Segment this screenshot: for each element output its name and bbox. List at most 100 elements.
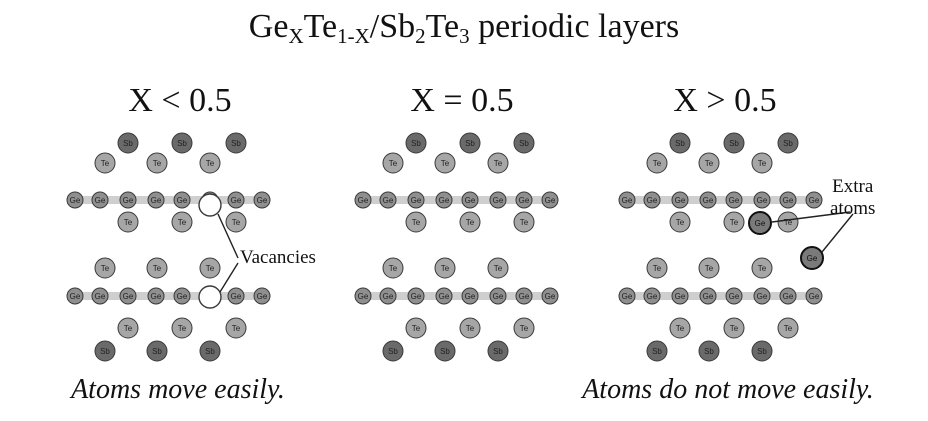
sb-atom-x-less-7-0: Sb (94, 340, 116, 362)
ge-atom-x-equal-5-6: Ge (515, 287, 533, 305)
panel-label-x-greater: X > 0.5 (673, 82, 777, 119)
ge-atom-x-greater-2-1: Ge (643, 191, 661, 209)
svg-text:Te: Te (124, 324, 133, 333)
svg-text:Ge: Ge (809, 292, 820, 301)
ge-plane-lower-x-equal (356, 292, 558, 300)
ge-atom-x-equal-5-4: Ge (461, 287, 479, 305)
te-atom-x-equal-1-1: Te (434, 152, 456, 174)
ge-atom-x-greater-5-2: Ge (671, 287, 689, 305)
svg-text:Te: Te (676, 218, 685, 227)
svg-text:Te: Te (730, 324, 739, 333)
te-atom-x-greater-4-0: Te (646, 257, 668, 279)
svg-text:Sb: Sb (729, 139, 739, 148)
ge-plane-upper-x-greater (620, 196, 822, 204)
sb-atom-x-less-0-2: Sb (225, 132, 247, 154)
sb-atom-x-equal-7-1: Sb (434, 340, 456, 362)
te-atom-x-greater-1-2: Te (751, 152, 773, 174)
svg-text:Ge: Ge (383, 196, 394, 205)
te-atom-x-less-4-1: Te (146, 257, 168, 279)
te-atom-x-less-6-0: Te (117, 317, 139, 339)
sb-atom-x-equal-0-1: Sb (459, 132, 481, 154)
te-atom-x-equal-3-0: Te (405, 211, 427, 233)
svg-text:Ge: Ge (411, 292, 422, 301)
svg-text:Ge: Ge (622, 292, 633, 301)
ge-atom-x-less-2-3: Ge (147, 191, 165, 209)
ge-atom-x-less-5-7: Ge (253, 287, 271, 305)
svg-text:Ge: Ge (729, 196, 740, 205)
ge-atom-x-less-5-1: Ge (91, 287, 109, 305)
ge-atom-x-equal-5-0: Ge (354, 287, 372, 305)
ge-atom-x-greater-2-0: Ge (618, 191, 636, 209)
svg-text:Sb: Sb (757, 347, 767, 356)
ge-atom-x-equal-2-7: Ge (541, 191, 559, 209)
svg-text:Ge: Ge (675, 196, 686, 205)
svg-text:Ge: Ge (622, 196, 633, 205)
ge-atom-x-less-2-6: Ge (227, 191, 245, 209)
svg-text:Ge: Ge (177, 292, 188, 301)
svg-text:Sb: Sb (704, 347, 714, 356)
ge-atom-x-equal-5-7: Ge (541, 287, 559, 305)
vacancies-label: Vacancies (240, 247, 316, 268)
svg-text:Ge: Ge (231, 292, 242, 301)
ge-atom-x-equal-2-0: Ge (354, 191, 372, 209)
te-atom-x-less-1-2: Te (199, 152, 221, 174)
svg-text:Te: Te (206, 264, 215, 273)
svg-text:Te: Te (520, 324, 529, 333)
te-atom-x-less-4-2: Te (199, 257, 221, 279)
svg-text:Te: Te (412, 324, 421, 333)
svg-text:Ge: Ge (177, 196, 188, 205)
ge-atom-x-equal-2-3: Ge (435, 191, 453, 209)
te-atom-x-greater-6-0: Te (669, 317, 691, 339)
svg-text:Ge: Ge (231, 196, 242, 205)
vacancy-2 (198, 285, 222, 309)
ge-atom-x-less-2-4: Ge (173, 191, 191, 209)
svg-text:Te: Te (705, 159, 714, 168)
svg-text:Ge: Ge (647, 196, 658, 205)
te-atom-x-equal-4-1: Te (434, 257, 456, 279)
sb-atom-x-less-7-2: Sb (199, 340, 221, 362)
ge-atom-x-equal-5-1: Ge (379, 287, 397, 305)
svg-text:Sb: Sb (231, 139, 241, 148)
vacancy-1 (198, 193, 222, 217)
svg-text:Te: Te (784, 324, 793, 333)
sb-atom-x-greater-0-0: Sb (669, 132, 691, 154)
svg-text:Ge: Ge (493, 196, 504, 205)
vacancy-arrow-2 (219, 262, 239, 293)
ge-atom-x-greater-2-3: Ge (699, 191, 717, 209)
svg-text:Te: Te (758, 159, 767, 168)
ge-atom-x-less-2-2: Ge (119, 191, 137, 209)
extra-ge-atom-1: Ge (748, 211, 772, 235)
sb-atom-x-equal-7-0: Sb (382, 340, 404, 362)
svg-text:Ge: Ge (383, 292, 394, 301)
sb-atom-x-equal-0-0: Sb (405, 132, 427, 154)
svg-text:Ge: Ge (647, 292, 658, 301)
svg-text:Te: Te (178, 218, 187, 227)
ge-atom-x-equal-2-5: Ge (489, 191, 507, 209)
svg-text:Te: Te (441, 159, 450, 168)
svg-text:Te: Te (232, 324, 241, 333)
te-atom-x-less-3-2: Te (225, 211, 247, 233)
ge-atom-x-greater-2-2: Ge (671, 191, 689, 209)
te-atom-x-greater-3-2: Te (777, 211, 799, 233)
svg-text:Te: Te (758, 264, 767, 273)
sb-atom-x-greater-0-1: Sb (723, 132, 745, 154)
te-atom-x-greater-4-2: Te (751, 257, 773, 279)
ge-atom-x-equal-2-1: Ge (379, 191, 397, 209)
ge-atom-x-equal-2-2: Ge (407, 191, 425, 209)
sb-atom-x-greater-7-1: Sb (698, 340, 720, 362)
extra-ge-atom-2: Ge (800, 246, 824, 270)
caption-atoms-do-not-move-easily: Atoms do not move easily. (582, 374, 874, 405)
svg-text:Sb: Sb (152, 347, 162, 356)
te-atom-x-greater-6-1: Te (723, 317, 745, 339)
te-atom-x-less-3-1: Te (171, 211, 193, 233)
panel-label-x-less: X < 0.5 (128, 82, 232, 119)
te-atom-x-greater-1-1: Te (698, 152, 720, 174)
svg-text:Te: Te (153, 264, 162, 273)
svg-text:Ge: Ge (493, 292, 504, 301)
sb-atom-x-less-0-1: Sb (171, 132, 193, 154)
svg-text:Te: Te (676, 324, 685, 333)
svg-text:Ge: Ge (95, 196, 106, 205)
svg-text:Ge: Ge (123, 292, 134, 301)
svg-text:Ge: Ge (783, 292, 794, 301)
te-atom-x-greater-3-1: Te (723, 211, 745, 233)
